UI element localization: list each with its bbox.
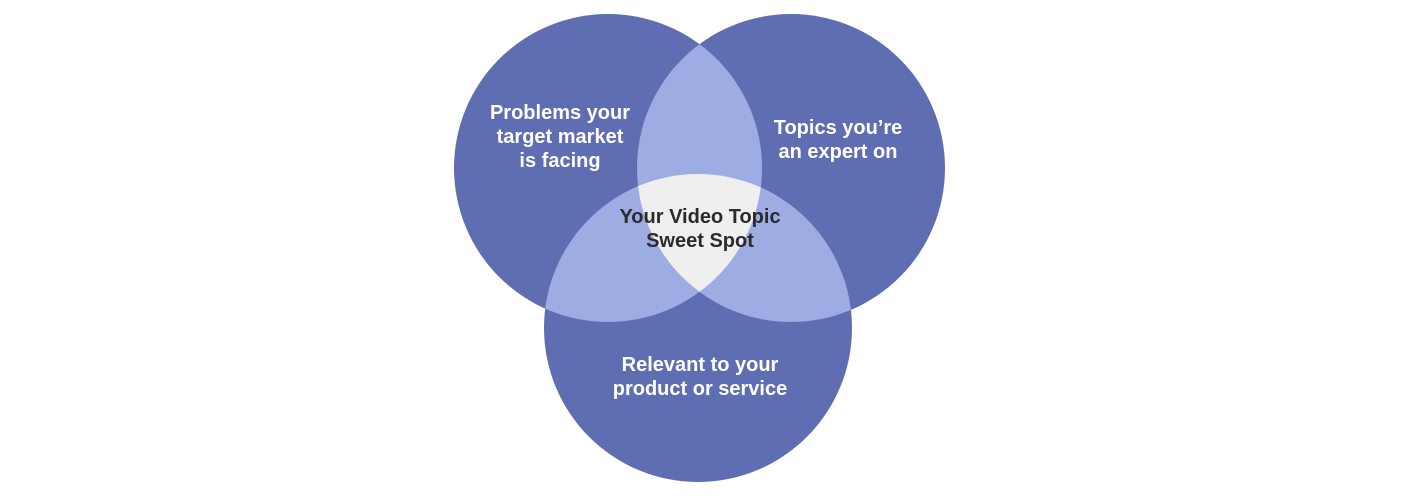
label-relevant-product: Relevant to your product or service <box>570 353 830 401</box>
label-right-line-1: Topics you’re <box>773 117 903 139</box>
label-left-line-1: Problems your <box>489 102 631 124</box>
label-problems-target-market: Problems your target market is facing <box>430 101 690 173</box>
overlap-left-bottom <box>544 174 762 322</box>
label-center-line-1: Your Video Topic <box>619 206 781 228</box>
label-left-line-2: target market <box>496 126 624 148</box>
label-bottom-line-1: Relevant to your <box>621 354 779 376</box>
label-right-line-2: an expert on <box>778 141 898 163</box>
label-left-line-3: is facing <box>519 150 601 172</box>
overlap-right-bottom <box>637 174 852 322</box>
label-bottom-line-2: product or service <box>612 378 788 400</box>
label-topics-expert: Topics you’re an expert on <box>708 116 968 164</box>
label-sweet-spot: Your Video Topic Sweet Spot <box>570 205 830 253</box>
label-center-line-2: Sweet Spot <box>646 230 754 252</box>
